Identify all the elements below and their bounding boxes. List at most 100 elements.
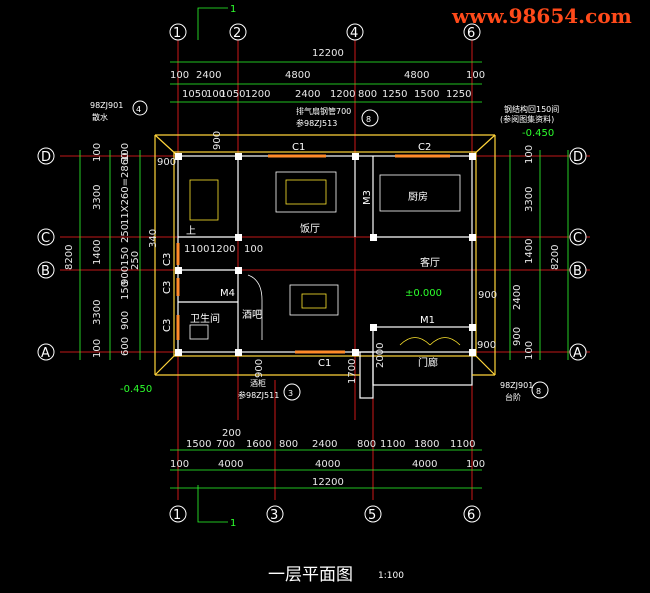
drawing-scale: 1:100	[378, 571, 404, 581]
svg-text:C: C	[573, 231, 582, 246]
svg-text:100: 100	[244, 244, 263, 255]
svg-text:台阶: 台阶	[505, 392, 521, 402]
svg-text:1200: 1200	[210, 244, 235, 255]
inner-dimensions: 900 900 1100 1200 100 900 900 2000 1700 …	[157, 131, 497, 384]
axis-bubbles-top: 1 2 4 6	[169, 23, 481, 41]
svg-text:4800: 4800	[404, 70, 429, 81]
dimension-lines	[79, 61, 569, 489]
svg-text:C3: C3	[162, 253, 173, 266]
svg-text:2400: 2400	[295, 89, 320, 100]
axis-top-4: 6	[467, 26, 475, 41]
axis-top-3: 4	[350, 26, 358, 41]
svg-text:900: 900	[477, 340, 496, 351]
svg-text:900: 900	[478, 290, 497, 301]
svg-text:C3: C3	[162, 281, 173, 294]
room-bar: 酒吧	[242, 309, 262, 321]
svg-text:3300: 3300	[524, 187, 535, 212]
svg-text:4000: 4000	[218, 459, 243, 470]
right-dimensions: 100 3300 1400 2400 900 100 8200	[512, 145, 561, 360]
svg-text:100: 100	[120, 143, 131, 162]
svg-text:900: 900	[120, 266, 131, 285]
svg-text:1200: 1200	[330, 89, 355, 100]
svg-text:-0.450: -0.450	[120, 384, 152, 395]
svg-text:8: 8	[536, 387, 541, 396]
drawing-title: 一层平面图	[268, 565, 353, 585]
svg-text:C: C	[41, 231, 50, 246]
room-porch: 门廊	[418, 356, 438, 369]
svg-text:3300: 3300	[92, 300, 103, 325]
svg-text:钢结构回150间: 钢结构回150间	[504, 104, 559, 114]
svg-text:100: 100	[170, 70, 189, 81]
axis-bottom-2: 3	[270, 508, 278, 523]
svg-text:C3: C3	[162, 319, 173, 332]
svg-text:4000: 4000	[315, 459, 340, 470]
svg-text:1500: 1500	[414, 89, 439, 100]
svg-text:4: 4	[136, 105, 141, 114]
svg-text:(参阅图集资料): (参阅图集资料)	[500, 114, 554, 124]
svg-text:900: 900	[120, 311, 131, 330]
room-bath: 卫生间	[190, 312, 220, 325]
svg-text:8200: 8200	[64, 245, 75, 270]
room-dining: 饭厅	[300, 223, 320, 235]
axis-bottom-4: 6	[467, 508, 475, 523]
svg-text:1500: 1500	[186, 439, 211, 450]
svg-text:1800: 1800	[414, 439, 439, 450]
svg-text:12200: 12200	[312, 48, 344, 59]
svg-text:100: 100	[466, 70, 485, 81]
room-kitchen: 厨房	[408, 190, 428, 203]
axis-bubbles-left: D C B A	[37, 147, 55, 361]
svg-text:3300: 3300	[92, 185, 103, 210]
top-dimensions: 12200 100 2400 4800 4800 100 1050 100 10…	[170, 48, 485, 100]
svg-text:100: 100	[170, 459, 189, 470]
section-mark-top-label: 1	[230, 4, 236, 15]
svg-text:900: 900	[212, 131, 223, 150]
svg-text:100: 100	[524, 145, 535, 164]
svg-text:1050: 1050	[220, 89, 245, 100]
svg-text:C2: C2	[418, 142, 431, 153]
svg-text:D: D	[41, 150, 51, 165]
bottom-dimensions: 200 1500 700 1600 800 2400 800 1100 1800…	[170, 428, 485, 488]
svg-text:340: 340	[148, 229, 159, 248]
svg-text:4000: 4000	[412, 459, 437, 470]
opening-tags: C1 C2 C1 C3 C3 C3 M1 M3 M4 上 ±0.000 -0.4…	[120, 128, 554, 395]
svg-text:12200: 12200	[312, 477, 344, 488]
svg-text:1600: 1600	[246, 439, 271, 450]
axis-top-2: 2	[233, 26, 241, 41]
svg-text:1050: 1050	[182, 89, 207, 100]
svg-text:1100: 1100	[184, 244, 209, 255]
svg-text:1400: 1400	[524, 239, 535, 264]
svg-text:±0.000: ±0.000	[405, 288, 442, 299]
svg-text:参98ZJ511: 参98ZJ511	[238, 390, 279, 400]
svg-text:M1: M1	[420, 315, 435, 326]
left-dimensions: 100 3300 1400 3300 100 8200 100 11X260=2…	[64, 143, 159, 358]
svg-text:M3: M3	[362, 190, 373, 205]
svg-text:B: B	[41, 264, 50, 279]
svg-text:100: 100	[92, 143, 103, 162]
svg-text:A: A	[41, 346, 50, 361]
svg-text:1400: 1400	[92, 240, 103, 265]
watermark: www.98654.com	[452, 4, 632, 28]
axis-bubbles-bottom: 1 3 5 6	[169, 505, 481, 523]
svg-text:100: 100	[524, 341, 535, 360]
svg-text:2400: 2400	[512, 285, 523, 310]
svg-text:3: 3	[288, 389, 293, 398]
svg-text:2400: 2400	[312, 439, 337, 450]
svg-text:150: 150	[120, 281, 131, 300]
furniture	[189, 171, 461, 346]
svg-text:排气扇钢管700: 排气扇钢管700	[296, 106, 351, 116]
svg-text:98ZJ901: 98ZJ901	[500, 381, 533, 390]
room-labels: 饭厅 厨房 客厅 卫生间 酒吧 门廊	[190, 190, 440, 369]
svg-text:1200: 1200	[245, 89, 270, 100]
svg-text:100: 100	[466, 459, 485, 470]
svg-text:150: 150	[120, 247, 131, 266]
svg-text:100: 100	[92, 339, 103, 358]
svg-text:250: 250	[130, 251, 141, 270]
svg-text:800: 800	[279, 439, 298, 450]
axis-top-1: 1	[173, 26, 181, 41]
svg-text:900: 900	[157, 157, 176, 168]
svg-text:250: 250	[120, 224, 131, 243]
svg-text:100: 100	[206, 89, 225, 100]
svg-text:900: 900	[512, 327, 523, 346]
svg-text:600: 600	[120, 337, 131, 356]
